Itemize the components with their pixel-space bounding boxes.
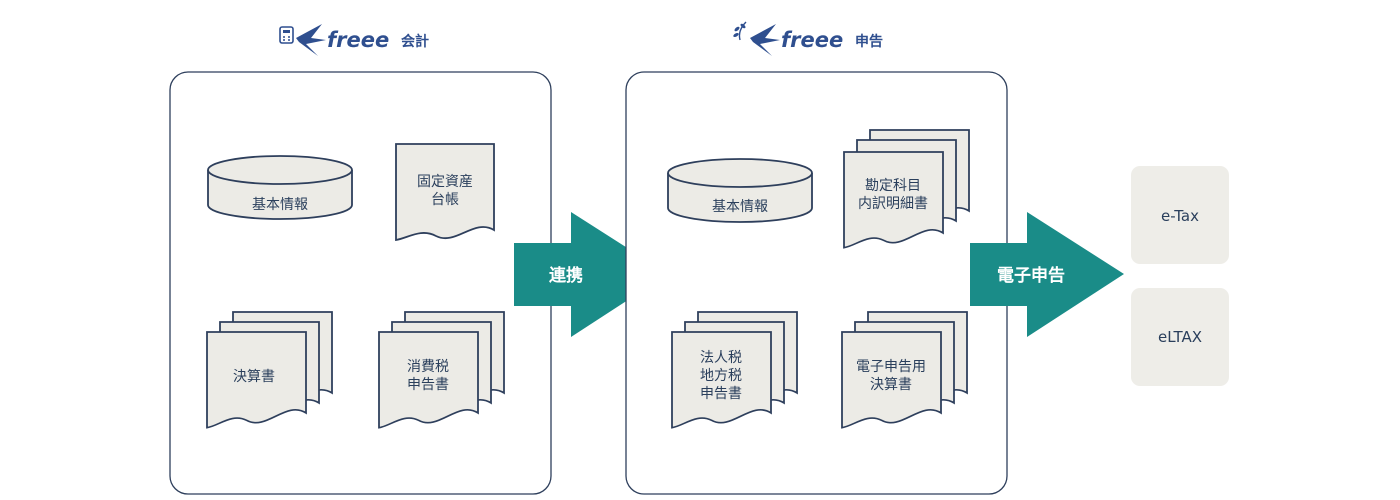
e-filing-arrow: 電子申告 (970, 212, 1124, 337)
account-details-doc-stack: 勘定科目 内訳明細書 (843, 129, 970, 249)
brand-name: freee (781, 28, 843, 52)
swallow-icon (296, 24, 326, 56)
freee-accounting-logo: freee 会計 (279, 24, 429, 56)
brand-product: 申告 (855, 33, 883, 50)
basic-info-label: 基本情報 (252, 196, 308, 213)
basic-info-database: 基本情報 (207, 155, 353, 220)
tax-returns-doc-stack: 法人税 地方税 申告書 (671, 311, 798, 429)
freee-tax-return-logo: freee 申告 (733, 21, 883, 56)
etax-target: e-Tax (1131, 166, 1229, 264)
fixed-asset-ledger-doc: 固定資産 台帳 (395, 143, 495, 242)
brand-name: freee (327, 28, 389, 52)
settlement-label: 決算書 (233, 369, 275, 385)
eltax-target: eLTAX (1131, 288, 1229, 386)
e-settlement-label-1: 電子申告用 (856, 359, 926, 375)
consumption-tax-label-2: 申告書 (407, 377, 449, 393)
etax-label: e-Tax (1161, 207, 1199, 225)
e-settlement-doc-stack: 電子申告用 決算書 (841, 311, 968, 429)
eltax-label: eLTAX (1158, 328, 1202, 346)
settlement-doc-stack: 決算書 (206, 311, 333, 429)
consumption-tax-label-1: 消費税 (407, 359, 449, 375)
link-label: 連携 (549, 265, 583, 286)
account-details-label-1: 勘定科目 (865, 178, 921, 194)
tax-returns-label-2: 地方税 (700, 368, 742, 384)
brand-product: 会計 (401, 33, 429, 50)
fixed-asset-label-2: 台帳 (431, 192, 459, 208)
e-settlement-label-2: 決算書 (870, 377, 912, 393)
calculator-icon (279, 26, 294, 44)
tax-returns-label-3: 申告書 (700, 386, 742, 402)
tax-returns-label-1: 法人税 (700, 350, 742, 366)
accounting-panel (169, 71, 552, 495)
account-details-label-2: 内訳明細書 (858, 196, 928, 212)
swallow-icon (750, 24, 780, 56)
basic-info-label: 基本情報 (712, 198, 768, 215)
fixed-asset-label-1: 固定資産 (417, 174, 473, 190)
leaf-icon (733, 21, 747, 41)
basic-info-database: 基本情報 (667, 158, 813, 223)
e-filing-label: 電子申告 (997, 265, 1065, 286)
link-arrow: 連携 (514, 212, 668, 337)
consumption-tax-doc-stack: 消費税 申告書 (378, 311, 505, 429)
